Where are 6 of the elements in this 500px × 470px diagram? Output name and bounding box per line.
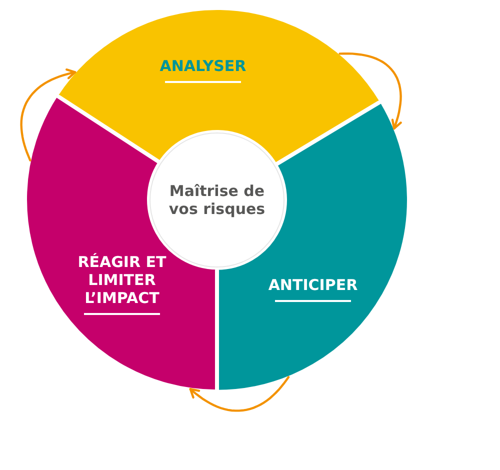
center-circle [149, 132, 285, 268]
segment-title: ANALYSER [158, 57, 248, 75]
pie-segment [56, 8, 382, 165]
segment-title: RÉAGIR ET LIMITER L’IMPACT [76, 252, 168, 307]
center-title: Maîtrise de vos risques [168, 182, 266, 218]
segment-title: ANTICIPER [267, 276, 359, 294]
